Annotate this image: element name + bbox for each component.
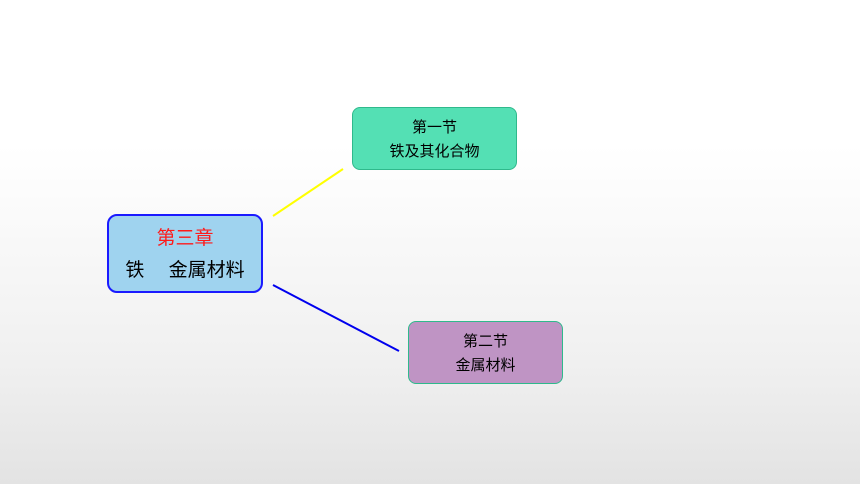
chapter-node[interactable]: 第三章 铁 金属材料 (107, 214, 263, 293)
chapter-number: 第三章 (156, 226, 214, 249)
section-2-title: 金属材料 (455, 355, 516, 374)
section-node-1[interactable]: 第一节 铁及其化合物 (352, 107, 517, 170)
section-node-2[interactable]: 第二节 金属材料 (408, 321, 563, 384)
chapter-title: 铁 金属材料 (125, 258, 245, 281)
connector-section-1 (272, 168, 344, 217)
section-2-heading: 第二节 (462, 331, 508, 350)
connector-section-2 (272, 284, 400, 352)
section-1-title: 铁及其化合物 (389, 141, 480, 160)
section-1-heading: 第一节 (411, 117, 457, 136)
